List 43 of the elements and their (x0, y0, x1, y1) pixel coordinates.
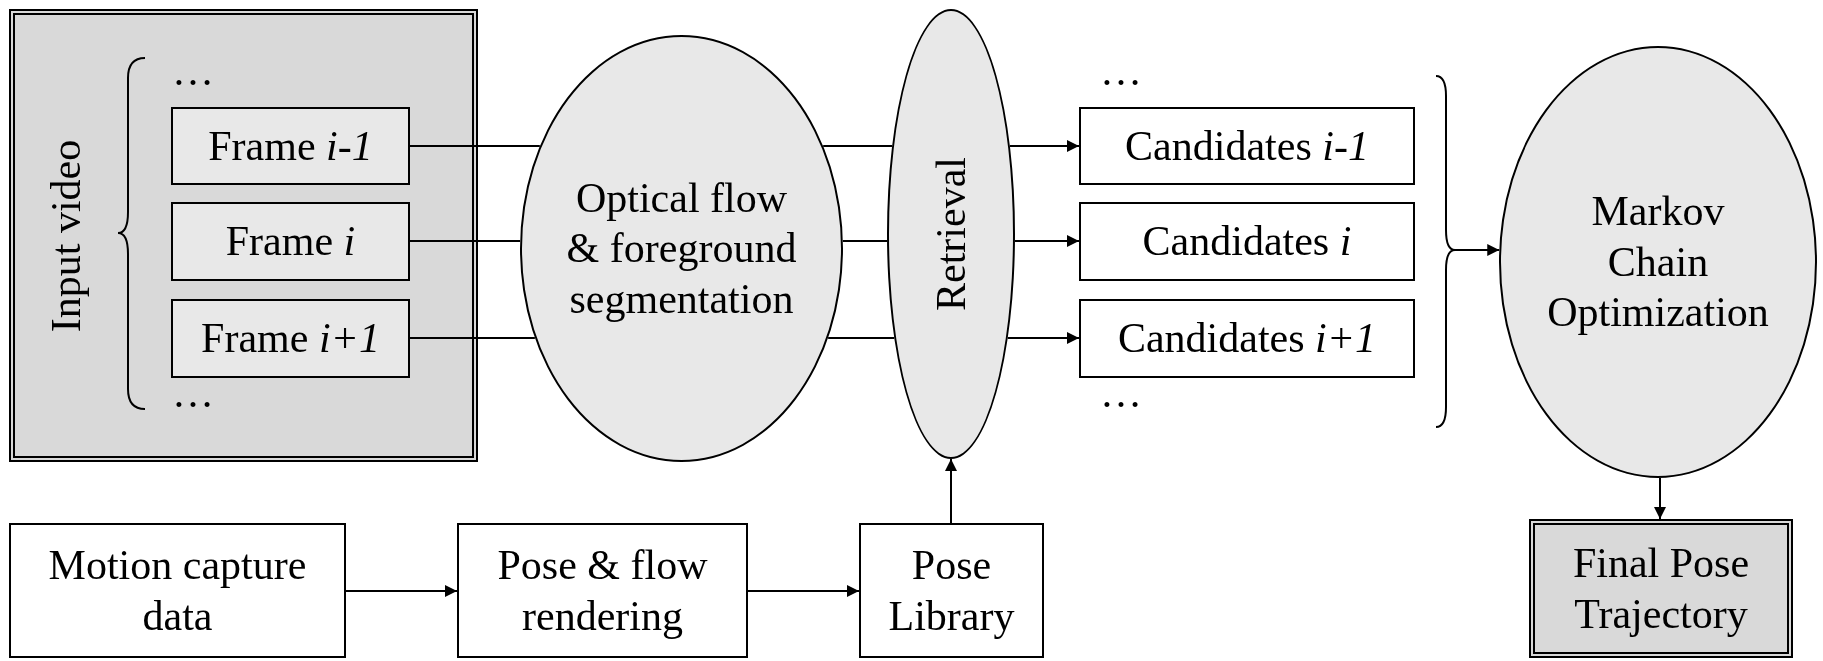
process-box (457, 523, 748, 658)
process-box (859, 523, 1044, 658)
node-label: Frame i (225, 217, 356, 267)
process-box (9, 523, 346, 658)
node-label: Candidates i+1 (1117, 314, 1377, 364)
process-box (171, 107, 410, 185)
connector-line (822, 145, 894, 147)
process-box (1529, 519, 1793, 658)
ellipsis-text: … (172, 50, 214, 92)
ellipsis-text: … (1100, 372, 1142, 414)
arrow (1013, 235, 1080, 247)
connector-line (409, 337, 536, 339)
process-box (1079, 299, 1415, 378)
node-label: Optical flow & foreground segmentation (565, 173, 798, 324)
node-label: Markov Chain Optimization (1546, 187, 1770, 338)
node-label: Candidates i (1142, 217, 1352, 267)
connector-line (409, 145, 541, 147)
node-label: Motion capture data (47, 541, 308, 641)
arrow (1454, 244, 1501, 256)
arrow (945, 458, 957, 524)
ellipsis-text: … (1100, 50, 1142, 92)
process-box (1079, 202, 1415, 281)
node-label: Frame i+1 (201, 314, 380, 364)
node-label: Input video (45, 139, 87, 332)
process-box (9, 9, 478, 462)
process-box (1079, 107, 1415, 185)
connector-line (827, 337, 896, 339)
arrow (1006, 332, 1080, 344)
node-label: Pose Library (887, 541, 1016, 641)
process-box (171, 299, 410, 378)
node-label: Candidates i-1 (1125, 121, 1369, 171)
node-label: Retrieval (930, 157, 972, 311)
arrow (747, 585, 860, 597)
arrow (1008, 140, 1080, 152)
node-label: Pose & flow rendering (496, 541, 709, 641)
ellipsis-text: … (172, 372, 214, 414)
process-box (171, 202, 410, 281)
connector-line (841, 240, 889, 242)
connector-line (409, 240, 522, 242)
arrow (345, 585, 458, 597)
arrow (1654, 477, 1666, 520)
node-label: Final Pose Trajectory (1571, 539, 1751, 639)
node-label: Frame i-1 (208, 121, 373, 171)
